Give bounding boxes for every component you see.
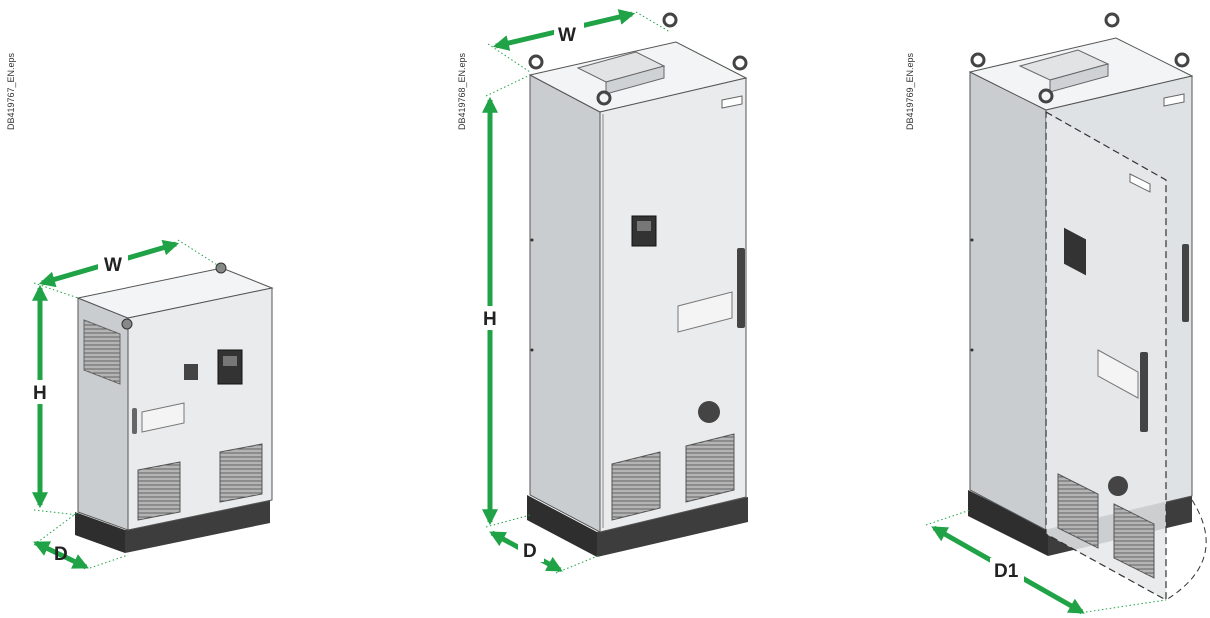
side-fixing-dot: [970, 348, 974, 352]
extension-line: [33, 509, 79, 516]
open-depth-label: D1: [994, 561, 1019, 582]
figure-open-door-cabinet: DB419769_EN.eps: [905, 12, 1207, 615]
figure-ref-label: DB419769_EN.eps: [905, 52, 915, 130]
roof-vent: [605, 65, 665, 95]
height-label: H: [33, 383, 47, 404]
side-fixing-dot: [530, 348, 534, 352]
label-backdrop: [30, 380, 52, 404]
vent-grille-icon: [219, 443, 263, 503]
extension-line: [1085, 599, 1167, 613]
side-fixing-dot: [970, 238, 974, 242]
door-swing-arc: [1165, 499, 1207, 601]
door-handle-icon: [1140, 352, 1148, 432]
lifting-eye-icon: [1104, 12, 1120, 28]
width-label: W: [104, 255, 122, 276]
vent-grille-icon: [1113, 503, 1155, 579]
display-panel-icon: [1064, 227, 1086, 276]
figure-ref-label: DB419767_EN.eps: [6, 52, 16, 130]
label-plate: [1097, 349, 1139, 399]
cabinet-side: [969, 71, 1047, 531]
height-label: H: [483, 309, 497, 330]
label-plate: [721, 95, 743, 109]
display-screen: [223, 356, 237, 366]
door-handle-icon: [1182, 244, 1189, 322]
extension-line: [177, 239, 223, 269]
door-handle-icon: [132, 408, 137, 434]
lifting-eye-icon: [528, 54, 544, 70]
extension-line: [635, 11, 671, 33]
side-fixing-dot: [530, 238, 534, 242]
extension-line: [485, 514, 531, 528]
vent-grille-icon: [137, 461, 181, 521]
cabinet-side: [529, 74, 601, 533]
label-plate: [677, 291, 733, 333]
vent-grille-icon: [611, 451, 661, 521]
door-handle-icon: [737, 248, 745, 328]
figure-ref-label: DB419768_EN.eps: [457, 52, 467, 130]
lifting-eye-icon: [121, 318, 133, 330]
label-backdrop: [990, 558, 1024, 582]
depth-label: D: [523, 541, 537, 562]
label-backdrop: [98, 252, 128, 276]
roof-vent: [1049, 63, 1109, 93]
vent-grille-icon: [685, 433, 735, 503]
extension-line: [555, 554, 601, 574]
extension-line: [485, 74, 531, 97]
cabinet-plinth-front: [597, 497, 748, 557]
extension-line: [33, 511, 79, 546]
rotary-switch-icon: [1108, 476, 1128, 496]
lifting-eye-icon: [215, 262, 227, 274]
extension-line: [89, 554, 129, 569]
rotary-switch-icon: [184, 364, 198, 380]
depth-dimension-arrow: [33, 540, 89, 570]
lifting-eye-icon: [732, 55, 748, 71]
cabinet-plinth-front: [125, 500, 270, 553]
label-backdrop: [480, 306, 502, 330]
vent-grille-icon: [83, 319, 121, 385]
cabinet-plinth: [527, 495, 597, 557]
depth-label: D: [54, 544, 68, 565]
label-plate: [141, 402, 185, 433]
display-panel-icon: [217, 349, 243, 385]
lifting-eye-icon: [596, 90, 612, 106]
label-backdrop: [554, 22, 584, 46]
extension-line: [487, 43, 531, 73]
cabinet-plinth: [75, 512, 125, 553]
label-plate: [1129, 173, 1151, 193]
lifting-eye-icon: [662, 12, 678, 28]
display-screen: [637, 221, 651, 231]
figure-small-cabinet: DB419767_EN.eps W: [6, 52, 274, 570]
lifting-eye-icon: [1174, 52, 1190, 68]
lifting-eye-icon: [1038, 88, 1054, 104]
width-label: W: [558, 25, 576, 46]
label-backdrop: [518, 538, 544, 562]
extension-line: [925, 509, 971, 526]
lifting-eye-icon: [970, 52, 986, 68]
label-plate: [1163, 93, 1185, 107]
rotary-switch-icon: [698, 401, 720, 423]
figure-tall-cabinet: DB419768_EN.eps: [457, 9, 748, 574]
